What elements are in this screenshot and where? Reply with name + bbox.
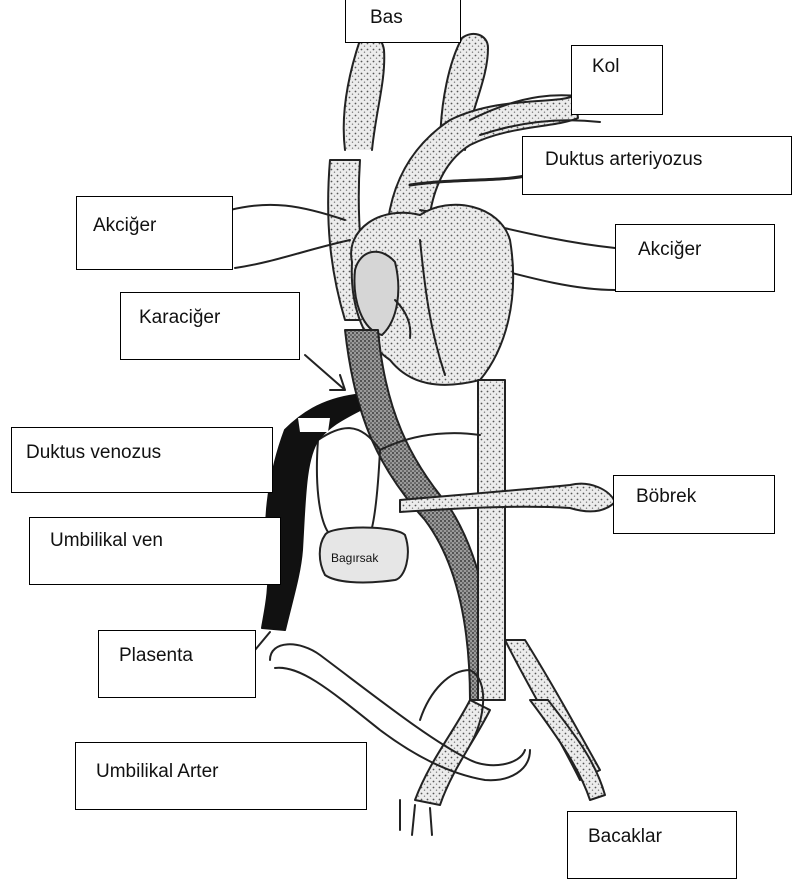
label-arm: Kol — [571, 45, 663, 115]
label-head: Bas — [345, 0, 461, 43]
placenta-pointer — [255, 632, 270, 650]
label-legs: Bacaklar — [567, 811, 737, 879]
liver-arrow — [305, 355, 345, 390]
intestine-vessel-2 — [370, 450, 380, 535]
inferior-vena-cava — [345, 330, 495, 700]
label-umbilical-artery: Umbilikal Arter — [75, 742, 367, 810]
label-liver: Karaciğer — [120, 292, 300, 360]
label-lung-left: Akciğer — [76, 196, 233, 270]
label-ductus-venosus: Duktus venozus — [11, 427, 273, 493]
label-kidney: Böbrek — [613, 475, 775, 534]
head-vessel-left — [344, 35, 385, 150]
umbilical-vein-gap — [298, 418, 330, 432]
left-leg-vessel — [415, 700, 490, 805]
lower-vessel-base — [400, 800, 432, 835]
label-umbilical-vein: Umbilikal ven — [29, 517, 281, 585]
descending-aorta — [478, 380, 505, 700]
label-placenta: Plasenta — [98, 630, 256, 698]
label-ductus-arteriosus: Duktus arteriyozus — [522, 136, 792, 195]
label-lung-right: Akciğer — [615, 224, 775, 292]
intestine-vessel-1 — [317, 440, 330, 535]
intestine-label: Bagırsak — [331, 551, 379, 565]
